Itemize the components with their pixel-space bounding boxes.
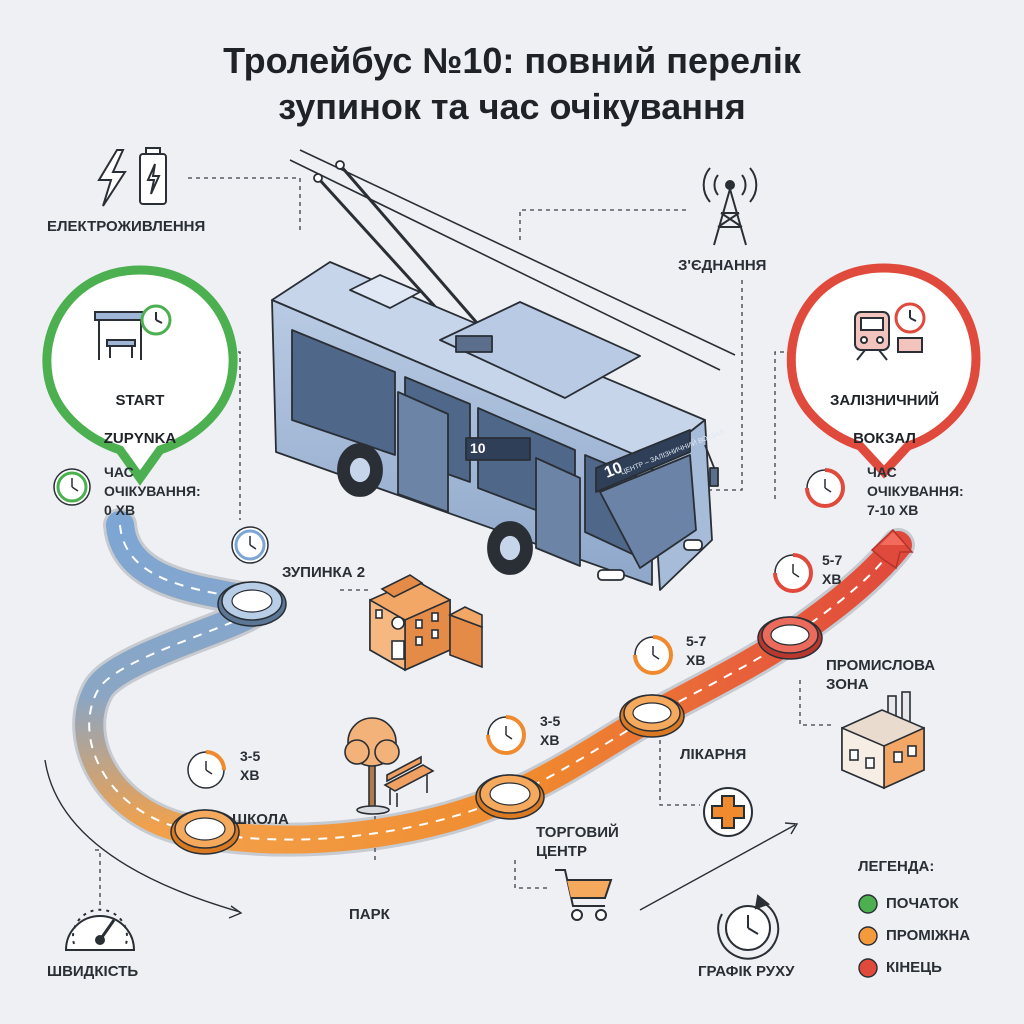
clock-icon xyxy=(187,750,226,789)
clock-icon xyxy=(486,715,526,755)
lightning-icon xyxy=(97,149,127,207)
bus-side-number: 10 xyxy=(470,440,486,456)
bench-icon xyxy=(383,755,435,807)
radio-tower-icon xyxy=(702,167,758,246)
clock-icon xyxy=(53,468,91,506)
train-icon xyxy=(854,311,890,361)
start-pin xyxy=(42,265,238,486)
speed-label: ШВИДКІСТЬ xyxy=(47,963,139,980)
end-pin-line-1: ЗАЛІЗНИЧНИЙ xyxy=(829,392,940,409)
battery-icon xyxy=(139,147,167,205)
stop-label-torhovyi-tsentr: ТОРГОВИЙ ЦЕНТР xyxy=(536,824,619,860)
stop-marker-likarnia xyxy=(619,694,685,738)
clock-icon xyxy=(140,304,172,336)
trolleybus-illustration xyxy=(271,160,719,591)
power-label: ЕЛЕКТРОЖИВЛЕННЯ xyxy=(47,218,206,235)
shopping-cart-icon xyxy=(555,869,613,921)
end-wait-label: ЧАС ОЧІКУВАННЯ: 7-10 ХВ xyxy=(867,464,964,518)
school-building-icon xyxy=(369,574,483,672)
stop-markers xyxy=(170,581,823,855)
park-tree-icon xyxy=(344,717,400,815)
legend-dot-start xyxy=(858,894,878,914)
stop-wait-shkola: 3-5 ХВ xyxy=(240,748,261,783)
wait-clocks xyxy=(53,468,845,789)
page-title: Тролейбус №10: повний перелік зупинок та… xyxy=(0,38,1024,130)
stop-wait-torhovyi-tsentr: 3-5 ХВ xyxy=(540,713,561,748)
schedule-label: ГРАФІК РУХУ xyxy=(698,963,795,980)
clock-icon xyxy=(773,553,813,593)
connection-label: З'ЄДНАННЯ xyxy=(678,257,767,274)
legend-dot-end xyxy=(858,958,878,978)
legend-dot-middle xyxy=(858,926,878,946)
route-end-arrow xyxy=(870,528,914,570)
start-pin-label: START ZUPYNKA xyxy=(80,372,200,467)
clock-icon xyxy=(805,468,845,508)
factory-icon xyxy=(841,691,925,790)
stop-label-likarnia: ЛІКАРНЯ xyxy=(680,746,747,763)
clock-icon xyxy=(231,526,269,564)
start-pin-line-2: ZUPYNKA xyxy=(103,430,177,447)
bus-stop-icon xyxy=(94,311,146,360)
legend-dots xyxy=(858,894,878,978)
overhead-wires xyxy=(289,149,736,371)
speedometer-icon xyxy=(64,908,136,951)
title-line-2: зупинок та час очікування xyxy=(278,86,746,127)
stop-label-park: ПАРК xyxy=(349,906,390,923)
stop-marker-torhovyi-tsentr xyxy=(475,774,545,820)
flow-arrows xyxy=(44,759,799,919)
clock-icon xyxy=(633,635,673,675)
stop-label-promyslova-zona: ПРОМИСЛОВА ЗОНА xyxy=(826,657,936,693)
legend-title: ЛЕГЕНДА: xyxy=(858,858,935,875)
end-pin-label: ЗАЛІЗНИЧНИЙ ВОКЗАЛ xyxy=(812,372,957,467)
stop-marker-shkola xyxy=(170,809,240,855)
stop-marker-zupynka-2 xyxy=(217,581,287,627)
stop-label-zupynka-2: ЗУПИНКА 2 xyxy=(282,564,366,581)
legend-item-start: ПОЧАТОК xyxy=(886,895,959,912)
clock-icon xyxy=(894,302,926,353)
start-wait-label: ЧАС ОЧІКУВАННЯ: 0 ХВ xyxy=(104,464,201,518)
legend-item-end: КІНЕЦЬ xyxy=(886,959,942,976)
stop-wait-promyslova-zona: 5-7 ХВ xyxy=(822,552,843,587)
end-pin xyxy=(786,263,981,479)
title-line-1: Тролейбус №10: повний перелік xyxy=(223,40,801,81)
schedule-clock-icon xyxy=(717,894,780,960)
start-pin-line-1: START xyxy=(115,392,165,409)
stop-wait-likarnia: 5-7 ХВ xyxy=(686,633,707,668)
legend-item-middle: ПРОМІЖНА xyxy=(886,927,971,944)
stop-label-shkola: ШКОЛА xyxy=(232,811,289,828)
hospital-cross-icon xyxy=(703,787,753,837)
stop-marker-promyslova-zona xyxy=(757,616,823,660)
end-pin-line-2: ВОКЗАЛ xyxy=(853,430,916,447)
